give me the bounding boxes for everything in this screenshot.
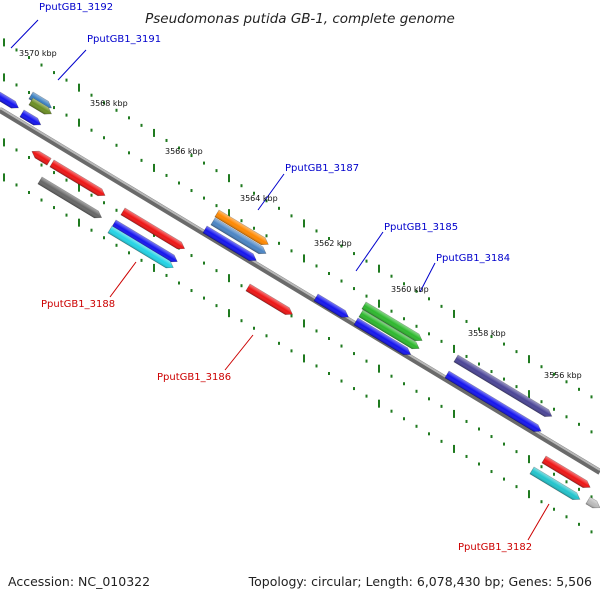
gene-feature-shading [529,467,580,500]
gene-feature-shading [19,110,41,126]
gene-feature-shading [120,208,185,249]
gene-feature[interactable] [111,219,179,265]
gene-feature-shading [353,318,411,355]
gene-feature[interactable] [30,148,52,166]
genome-backbone [0,107,600,475]
label-leader-line [257,173,285,211]
gene-feature-shading [541,456,591,488]
gene-feature-shading [111,220,178,262]
gene-feature[interactable] [107,225,175,271]
topology-text: Topology: circular; Length: 6,078,430 bp… [248,574,592,589]
gene-feature-shading [31,151,52,166]
gene-feature-shading [210,218,267,254]
gene-feature[interactable] [541,455,592,491]
gene-feature-shading [585,497,600,508]
label-leader-line [224,334,254,371]
label-leader-line [109,261,137,298]
scale-label-3558: 3558 kbp [468,329,506,338]
gene-feature[interactable] [210,217,268,257]
label-leader-line [527,503,550,541]
gene-feature[interactable] [0,91,21,111]
gene-feature[interactable] [353,317,413,358]
gene-feature[interactable] [529,466,582,503]
gene-label-pputgb1-3187[interactable]: PputGB1_3187 [285,163,359,174]
scale-label-3566: 3566 kbp [165,147,203,156]
gene-feature-shading [214,210,269,245]
gene-feature-shading [245,284,293,315]
gene-feature[interactable] [120,207,187,252]
gene-feature[interactable] [49,159,107,199]
scale-label-3556: 3556 kbp [544,371,582,380]
scale-label-3562: 3562 kbp [314,239,352,248]
gene-label-pputgb1-3185[interactable]: PputGB1_3185 [384,222,458,233]
gene-feature-shading [313,294,349,318]
label-leader-line [10,19,39,49]
gene-label-pputgb1-3186[interactable]: PputGB1_3186 [157,372,231,383]
gene-label-pputgb1-3188[interactable]: PputGB1_3188 [41,299,115,310]
scale-label-3560: 3560 kbp [391,285,429,294]
gene-feature-shading [49,160,106,196]
gene-feature[interactable] [245,283,295,318]
gene-feature[interactable] [585,496,600,511]
gene-feature[interactable] [37,176,104,221]
gene-feature[interactable] [453,354,554,420]
label-leader-line [355,231,384,272]
gene-feature-shading [0,92,19,109]
gene-feature[interactable] [313,293,351,320]
gene-feature-shading [28,92,52,109]
scale-label-3568: 3568 kbp [90,99,128,108]
label-leader-line [419,262,436,293]
gene-feature-shading [107,226,174,268]
gene-feature-shading [37,177,102,218]
gene-label-pputgb1-3182[interactable]: PputGB1_3182 [458,542,532,553]
gene-feature[interactable] [202,225,259,264]
label-leader-line [57,49,87,81]
gene-label-pputgb1-3184[interactable]: PputGB1_3184 [436,253,510,264]
gene-label-pputgb1-3191[interactable]: PputGB1_3191 [87,34,161,45]
gene-feature-shading [28,98,52,115]
gene-feature[interactable] [214,209,271,248]
label-leader-lines [10,19,550,541]
scale-label-3570: 3570 kbp [19,49,57,58]
accession-text: Accession: NC_010322 [8,574,151,589]
gene-feature-shading [202,226,257,261]
scale-label-3564: 3564 kbp [240,194,278,203]
gene-feature[interactable] [28,97,54,117]
gene-feature[interactable] [358,309,421,352]
gene-feature[interactable] [19,109,43,128]
gene-feature[interactable] [444,370,543,435]
gene-features [0,91,600,511]
gene-feature-shading [444,371,542,432]
gene-feature-shading [361,302,423,341]
gene-feature-shading [453,355,552,417]
genome-title: Pseudomonas putida GB-1, complete genome [145,11,455,27]
tick-marks [3,38,593,534]
gene-feature[interactable] [361,301,424,344]
gene-label-pputgb1-3192[interactable]: PputGB1_3192 [39,2,113,13]
gene-feature-shading [358,310,420,349]
